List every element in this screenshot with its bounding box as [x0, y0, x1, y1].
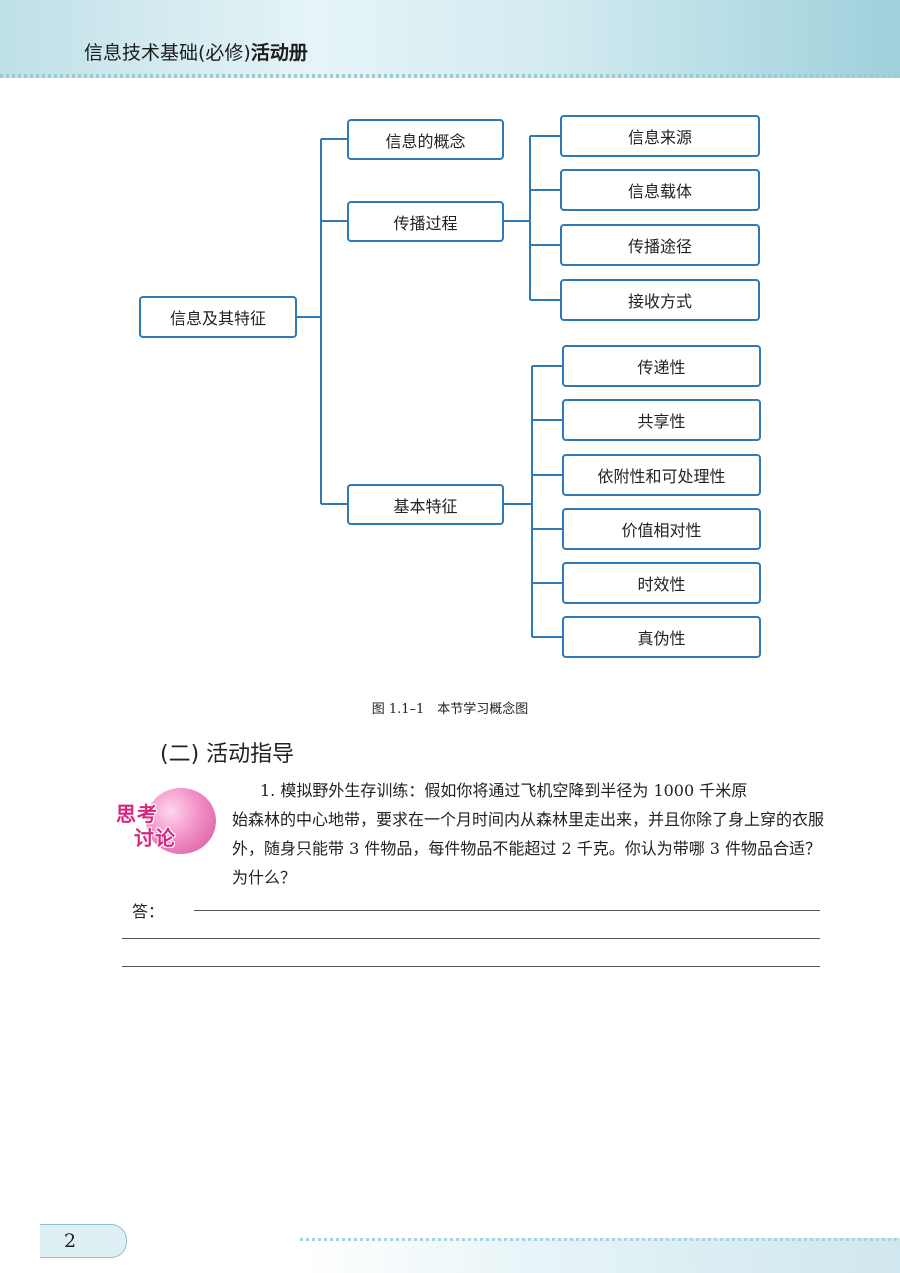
node-transmissibility: 传递性: [562, 345, 761, 387]
think-discuss-badge: 思考 讨论: [116, 788, 220, 866]
node-propagation-channel: 传播途径: [560, 224, 760, 266]
header-band: [0, 0, 900, 78]
answer-line-1[interactable]: [194, 910, 820, 911]
node-relative-value: 价值相对性: [562, 508, 761, 550]
badge-line-1: 思考: [116, 802, 158, 826]
node-dependency-processability: 依附性和可处理性: [562, 454, 761, 496]
question-first-line: 1. 模拟野外生存训练：假如你将通过飞机空降到半径为 1000 千米原: [260, 781, 748, 800]
node-propagation: 传播过程: [347, 201, 504, 242]
node-root: 信息及其特征: [139, 296, 297, 338]
figure-caption: 图 1.1–1 本节学习概念图: [371, 702, 529, 717]
node-timeliness: 时效性: [562, 562, 761, 604]
answer-line-3[interactable]: [122, 966, 820, 967]
speech-bubble-icon: [146, 788, 216, 854]
node-concept: 信息的概念: [347, 119, 504, 160]
node-shareability: 共享性: [562, 399, 761, 441]
section-heading: (二) 活动指导: [160, 742, 295, 767]
node-info-source: 信息来源: [560, 115, 760, 157]
answer-line-2[interactable]: [122, 938, 820, 939]
node-basic-features: 基本特征: [347, 484, 504, 525]
book-title: 信息技术基础(必修)活动册: [84, 38, 308, 65]
node-receiving-method: 接收方式: [560, 279, 760, 321]
question-body: 始森林的中心地带，要求在一个月时间内从森林里走出来，并且你除了身上穿的衣服外，随…: [232, 810, 825, 887]
page-number: 2: [64, 1230, 77, 1252]
badge-line-2: 讨论: [134, 826, 176, 850]
badge-text: 思考 讨论: [116, 802, 196, 850]
book-title-bold: 活动册: [250, 42, 308, 64]
question-1: 1. 模拟野外生存训练：假如你将通过飞机空降到半径为 1000 千米原 始森林的…: [232, 776, 837, 892]
page-number-tab: [40, 1224, 127, 1258]
answer-label: 答：: [132, 902, 165, 921]
book-title-plain: 信息技术基础(必修): [84, 42, 251, 64]
node-authenticity: 真伪性: [562, 616, 761, 658]
footer-band: [300, 1238, 900, 1273]
concept-map: 信息及其特征 信息的概念 传播过程 基本特征 信息来源 信息载体 传播途径 接收…: [139, 115, 761, 658]
node-info-carrier: 信息载体: [560, 169, 760, 211]
concept-map-connectors: [297, 135, 562, 638]
